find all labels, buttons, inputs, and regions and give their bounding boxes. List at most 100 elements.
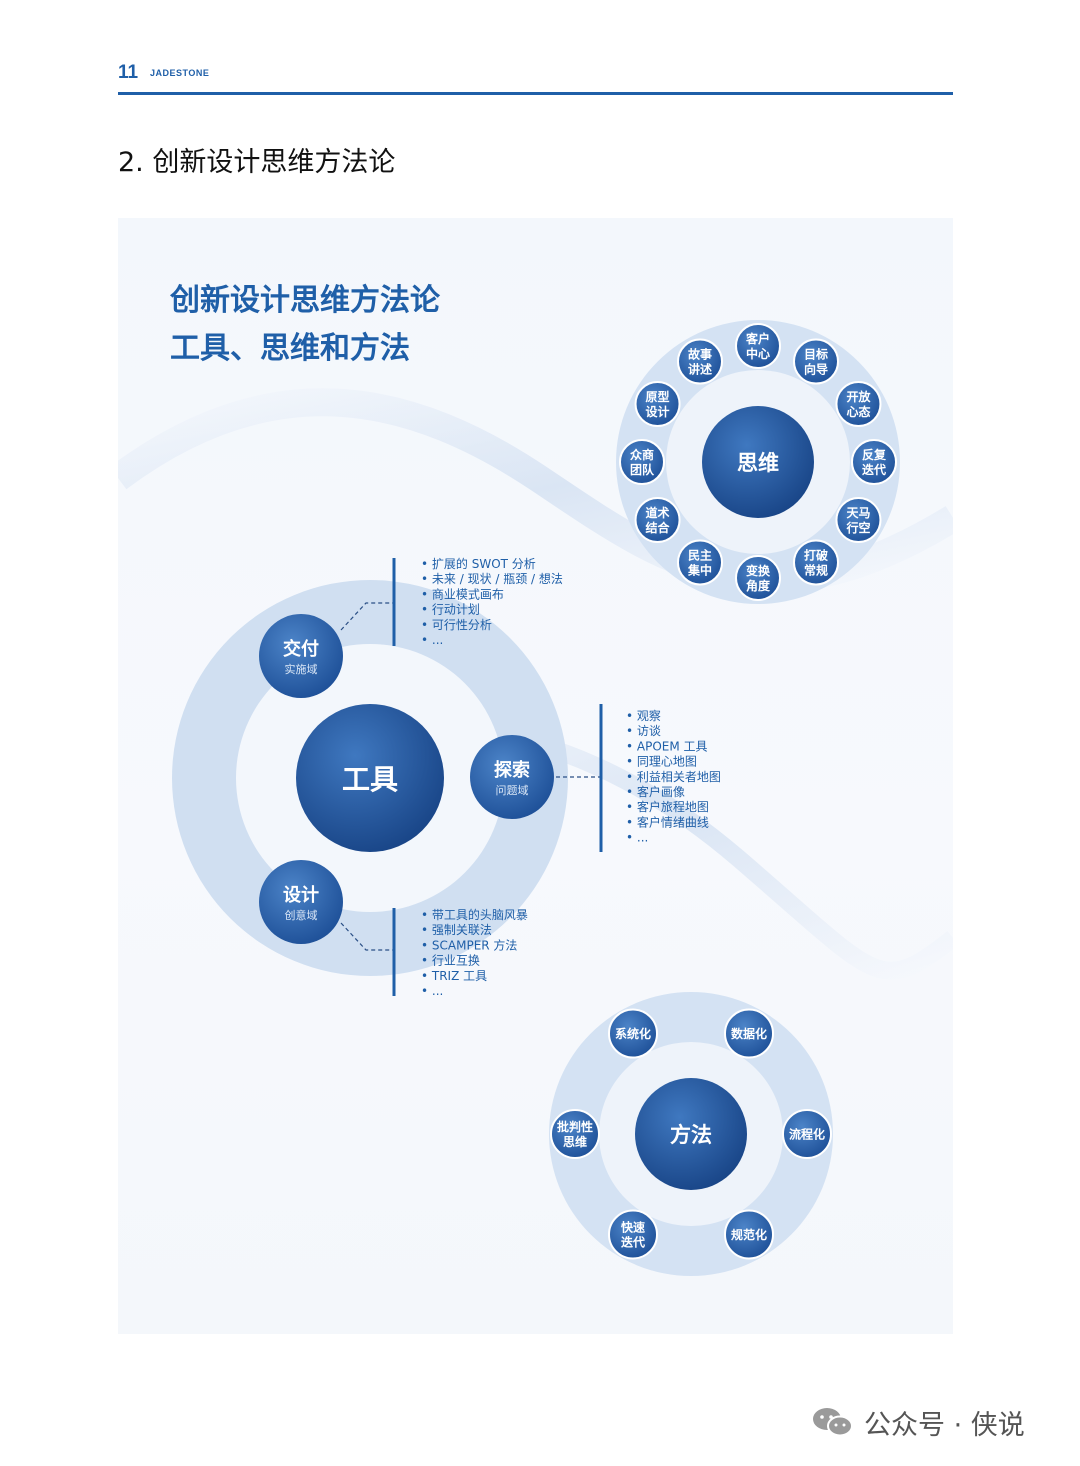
method-item-label: 流程化 (789, 1126, 825, 1141)
method-item-label: 系统化 (615, 1026, 651, 1041)
thinking-center-node (702, 406, 814, 518)
thinking-item-label: 目标 (804, 346, 828, 361)
thinking-cluster: 思维 客户中心目标向导开放心态反复迭代天马行空打破常规变换角度民主集中道术结合众… (616, 320, 900, 604)
explore-list-item: • 访谈 (626, 724, 661, 738)
thinking-item-label: 反复 (862, 447, 887, 462)
method-item-node (782, 1109, 832, 1159)
design-subtitle: 创意域 (285, 908, 318, 922)
method-item-label: 思维 (563, 1134, 587, 1149)
watermark-text: 公众号 · 侠说 (864, 1409, 1025, 1441)
design-list-item: • 行业互换 (421, 954, 480, 968)
thinking-item-label: 讲述 (688, 361, 712, 376)
wechat-icon (813, 1408, 853, 1437)
thinking-item-label: 客户 (745, 331, 770, 346)
thinking-item-label: 原型 (646, 389, 670, 404)
explore-list-item: • 利益相关者地图 (626, 770, 721, 784)
thinking-item-label: 行空 (845, 520, 870, 535)
thinking-item-label: 团队 (630, 462, 655, 477)
design-node (259, 860, 343, 944)
thinking-item-label: 民主 (688, 547, 712, 562)
thinking-item-node (851, 439, 897, 485)
page-number: 11 (118, 62, 139, 83)
design-list-item: • ... (421, 984, 443, 998)
thinking-item-label: 向导 (804, 361, 828, 376)
method-item-label: 迭代 (621, 1234, 645, 1249)
explore-list-item: • 客户画像 (626, 784, 685, 799)
method-item-node (608, 1209, 658, 1260)
thinking-item-label: 故事 (688, 346, 712, 361)
thinking-item-label: 打破 (804, 547, 828, 562)
deliver-list-item: • 行动计划 (421, 603, 480, 617)
section-title: 2. 创新设计思维方法论 (118, 147, 396, 178)
thinking-item-node (677, 338, 723, 385)
explore-list-item: • 观察 (626, 709, 661, 723)
design-list-item: • 强制关联法 (421, 923, 492, 937)
thinking-item-label: 设计 (646, 404, 670, 419)
explore-list-item: • APOEM 工具 (626, 739, 708, 753)
design-list-item: • SCAMPER 方法 (421, 937, 517, 952)
thinking-item-label: 天马 (846, 506, 870, 520)
explore-subtitle: 问题域 (496, 784, 529, 797)
thinking-item-label: 角度 (746, 578, 771, 593)
deliver-list-item: • 商业模式画布 (421, 586, 504, 601)
thinking-item-node (835, 381, 882, 427)
deliver-list-item: • 扩展的 SWOT 分析 (421, 556, 536, 571)
design-title: 设计 (283, 884, 319, 906)
method-item-node (608, 1008, 658, 1059)
method-item-label: 批判性 (557, 1119, 593, 1134)
explore-list-item: • 客户情绪曲线 (626, 814, 709, 829)
deliver-list-item: • 可行性分析 (421, 618, 492, 632)
poster-title-line2: 工具、思维和方法 (170, 331, 410, 366)
tools-center-label: 工具 (342, 763, 398, 796)
design-list-item: • TRIZ 工具 (421, 969, 487, 983)
deliver-subtitle: 实施域 (285, 662, 318, 676)
tools-cluster: 工具 交付 实施域 探索 问题域 设计 创意域 • 扩展的 SWOT 分析• 未… (172, 556, 721, 998)
method-item-label: 数据化 (731, 1026, 767, 1041)
methodology-poster: 创新设计思维方法论 工具、思维和方法 思维 客户中心目标向导开放心态反复迭代天马… (118, 218, 953, 1334)
method-item-node (724, 1209, 774, 1260)
explore-node (470, 735, 554, 819)
thinking-item-label: 集中 (687, 562, 712, 577)
deliver-list-item: • 未来 / 现状 / 瓶颈 / 想法 (421, 571, 563, 586)
thinking-item-node (634, 497, 681, 543)
brand-name: JADESTONE (150, 68, 210, 78)
design-list-item: • 带工具的头脑风暴 (421, 907, 528, 922)
method-item-node (724, 1008, 774, 1059)
header-divider (118, 92, 953, 95)
deliver-list-item: • ... (421, 633, 443, 647)
explore-list-item: • ... (626, 831, 648, 845)
thinking-item-node (735, 323, 781, 369)
tools-center-node (296, 704, 444, 852)
thinking-item-node (793, 338, 839, 385)
thinking-item-label: 变换 (746, 563, 771, 578)
deliver-connector (340, 602, 393, 631)
explore-title: 探索 (494, 759, 530, 781)
thinking-item-node (677, 539, 723, 586)
method-item-label: 快速 (621, 1219, 645, 1234)
thinking-item-label: 迭代 (862, 462, 886, 477)
design-connector (340, 922, 393, 951)
methods-center-node (635, 1078, 747, 1190)
thinking-item-label: 心态 (846, 404, 870, 419)
thinking-item-label: 常规 (804, 562, 828, 577)
thinking-item-label: 开放 (846, 389, 871, 404)
poster-title-line1: 创新设计思维方法论 (169, 283, 441, 318)
thinking-item-node (735, 555, 781, 601)
explore-list-item: • 客户旅程地图 (626, 799, 709, 814)
thinking-item-node (835, 497, 882, 543)
thinking-item-label: 众商 (630, 447, 654, 462)
method-item-node (550, 1109, 600, 1159)
method-item-label: 规范化 (731, 1227, 767, 1242)
thinking-item-label: 结合 (646, 520, 671, 535)
watermark: 公众号 · 侠说 (812, 1400, 1025, 1444)
thinking-item-node (619, 439, 665, 485)
thinking-item-node (793, 539, 839, 586)
deliver-title: 交付 (283, 638, 319, 660)
thinking-item-label: 中心 (746, 346, 770, 361)
thinking-center-label: 思维 (737, 451, 779, 475)
methods-center-label: 方法 (670, 1123, 712, 1147)
thinking-item-node (634, 381, 681, 427)
explore-list-item: • 同理心地图 (626, 755, 697, 769)
deliver-node (259, 614, 343, 698)
